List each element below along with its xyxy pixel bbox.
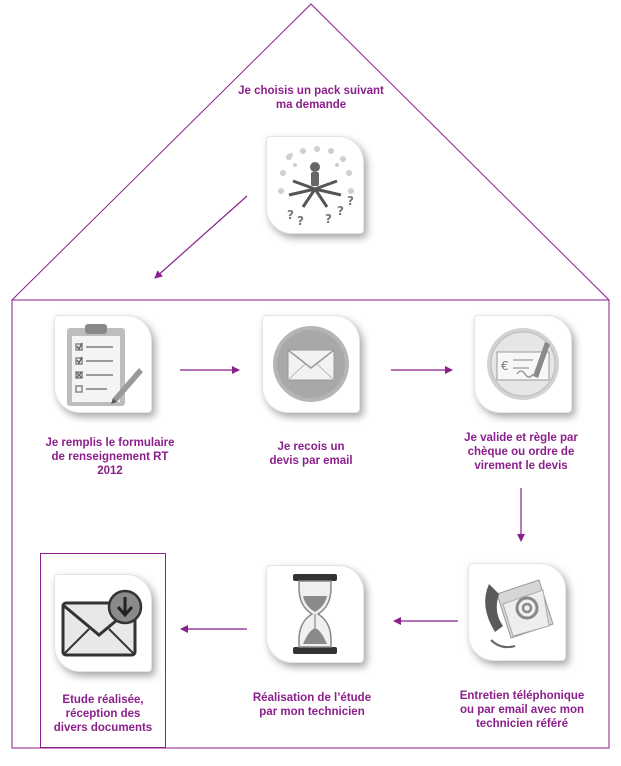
label-line: Je recois un bbox=[277, 441, 345, 453]
arrow-pack-to-form bbox=[154, 195, 248, 279]
phone-email-icon bbox=[468, 563, 566, 661]
label-line: par mon technicien bbox=[259, 706, 365, 718]
label-line: divers documents bbox=[53, 722, 153, 734]
label-line: Je choisis un pack suivant bbox=[238, 85, 384, 97]
label-line: Entretien téléphonique bbox=[459, 690, 585, 702]
label-line: ou par email avec mon bbox=[460, 704, 584, 716]
svg-text:?: ? bbox=[347, 194, 354, 208]
house-body-outline bbox=[11, 299, 610, 749]
label-line: de renseignement RT bbox=[51, 451, 169, 463]
mail-download-icon bbox=[54, 574, 152, 672]
label-line: Etude réalisée, bbox=[62, 694, 144, 706]
label-line: ma demande bbox=[275, 99, 347, 111]
label-line: réception des bbox=[65, 708, 141, 720]
cheque-icon: € bbox=[474, 315, 572, 413]
label-line: technicien référé bbox=[475, 718, 569, 730]
svg-text:?: ? bbox=[337, 204, 344, 218]
delivery-highlight-box bbox=[40, 553, 166, 748]
label-line: Je valide et règle par bbox=[464, 432, 578, 444]
roof-outline bbox=[11, 3, 610, 301]
step-phone-email-label: Entretien téléphonique ou par email avec… bbox=[434, 689, 610, 731]
label-line: virement le devis bbox=[474, 460, 568, 472]
svg-text:?: ? bbox=[287, 208, 294, 222]
step-choose-pack-label: Je choisis un pack suivant ma demande bbox=[211, 84, 411, 112]
step-receive-quote-label: Je recois un devis par email bbox=[231, 440, 391, 468]
step-delivery-label: Etude réalisée, réception des divers doc… bbox=[40, 693, 166, 735]
label-line: chèque ou ordre de bbox=[467, 446, 575, 458]
label-line: Je remplis le formulaire bbox=[45, 437, 175, 449]
choice-arrows-icon: ????? bbox=[266, 136, 364, 234]
hourglass-icon bbox=[266, 565, 364, 663]
svg-text:?: ? bbox=[297, 214, 304, 228]
svg-text:?: ? bbox=[325, 212, 332, 226]
envelope-icon bbox=[262, 315, 360, 413]
label-line: 2012 bbox=[97, 465, 123, 477]
label-line: devis par email bbox=[269, 455, 353, 467]
step-study-label: Réalisation de l’étude par mon technicie… bbox=[232, 691, 392, 719]
label-line: Réalisation de l’étude bbox=[252, 692, 372, 704]
step-fill-form-label: Je remplis le formulaire de renseignemen… bbox=[22, 436, 198, 478]
clipboard-checklist-icon bbox=[54, 315, 152, 413]
step-validate-pay-label: Je valide et règle par chèque ou ordre d… bbox=[440, 431, 602, 473]
svg-text:€: € bbox=[501, 359, 509, 373]
